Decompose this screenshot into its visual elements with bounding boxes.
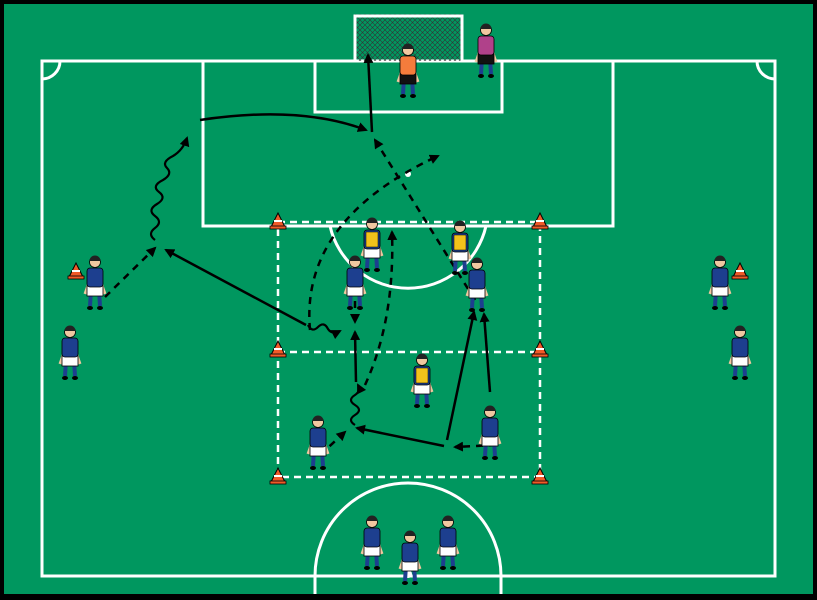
player-yellow-bib xyxy=(448,220,472,275)
player-blue xyxy=(83,255,107,310)
player-yellow-bib xyxy=(360,217,384,272)
player-blue xyxy=(58,325,82,380)
cone-icon xyxy=(269,466,287,485)
goal-frame xyxy=(353,14,464,61)
dribble-arrows xyxy=(149,136,367,426)
cone-icon xyxy=(531,339,549,358)
cone-icon xyxy=(531,211,549,230)
player-blue xyxy=(398,530,422,585)
cone-icon xyxy=(731,261,749,280)
cone-icon xyxy=(269,211,287,230)
grass xyxy=(4,4,813,594)
goalkeeper xyxy=(396,43,420,98)
player-blue xyxy=(306,415,330,470)
cone-icon xyxy=(269,339,287,358)
cones xyxy=(67,211,749,485)
coach xyxy=(474,23,498,78)
player-blue xyxy=(360,515,384,570)
player-blue xyxy=(728,325,752,380)
player-yellow-bib xyxy=(410,353,434,408)
player-blue xyxy=(708,255,732,310)
cone-icon xyxy=(67,261,85,280)
player-blue xyxy=(478,405,502,460)
players xyxy=(58,23,752,585)
player-blue xyxy=(343,255,367,310)
pass-arrows xyxy=(164,53,492,448)
player-blue xyxy=(465,257,489,312)
player-blue xyxy=(436,515,460,570)
cone-icon xyxy=(531,466,549,485)
